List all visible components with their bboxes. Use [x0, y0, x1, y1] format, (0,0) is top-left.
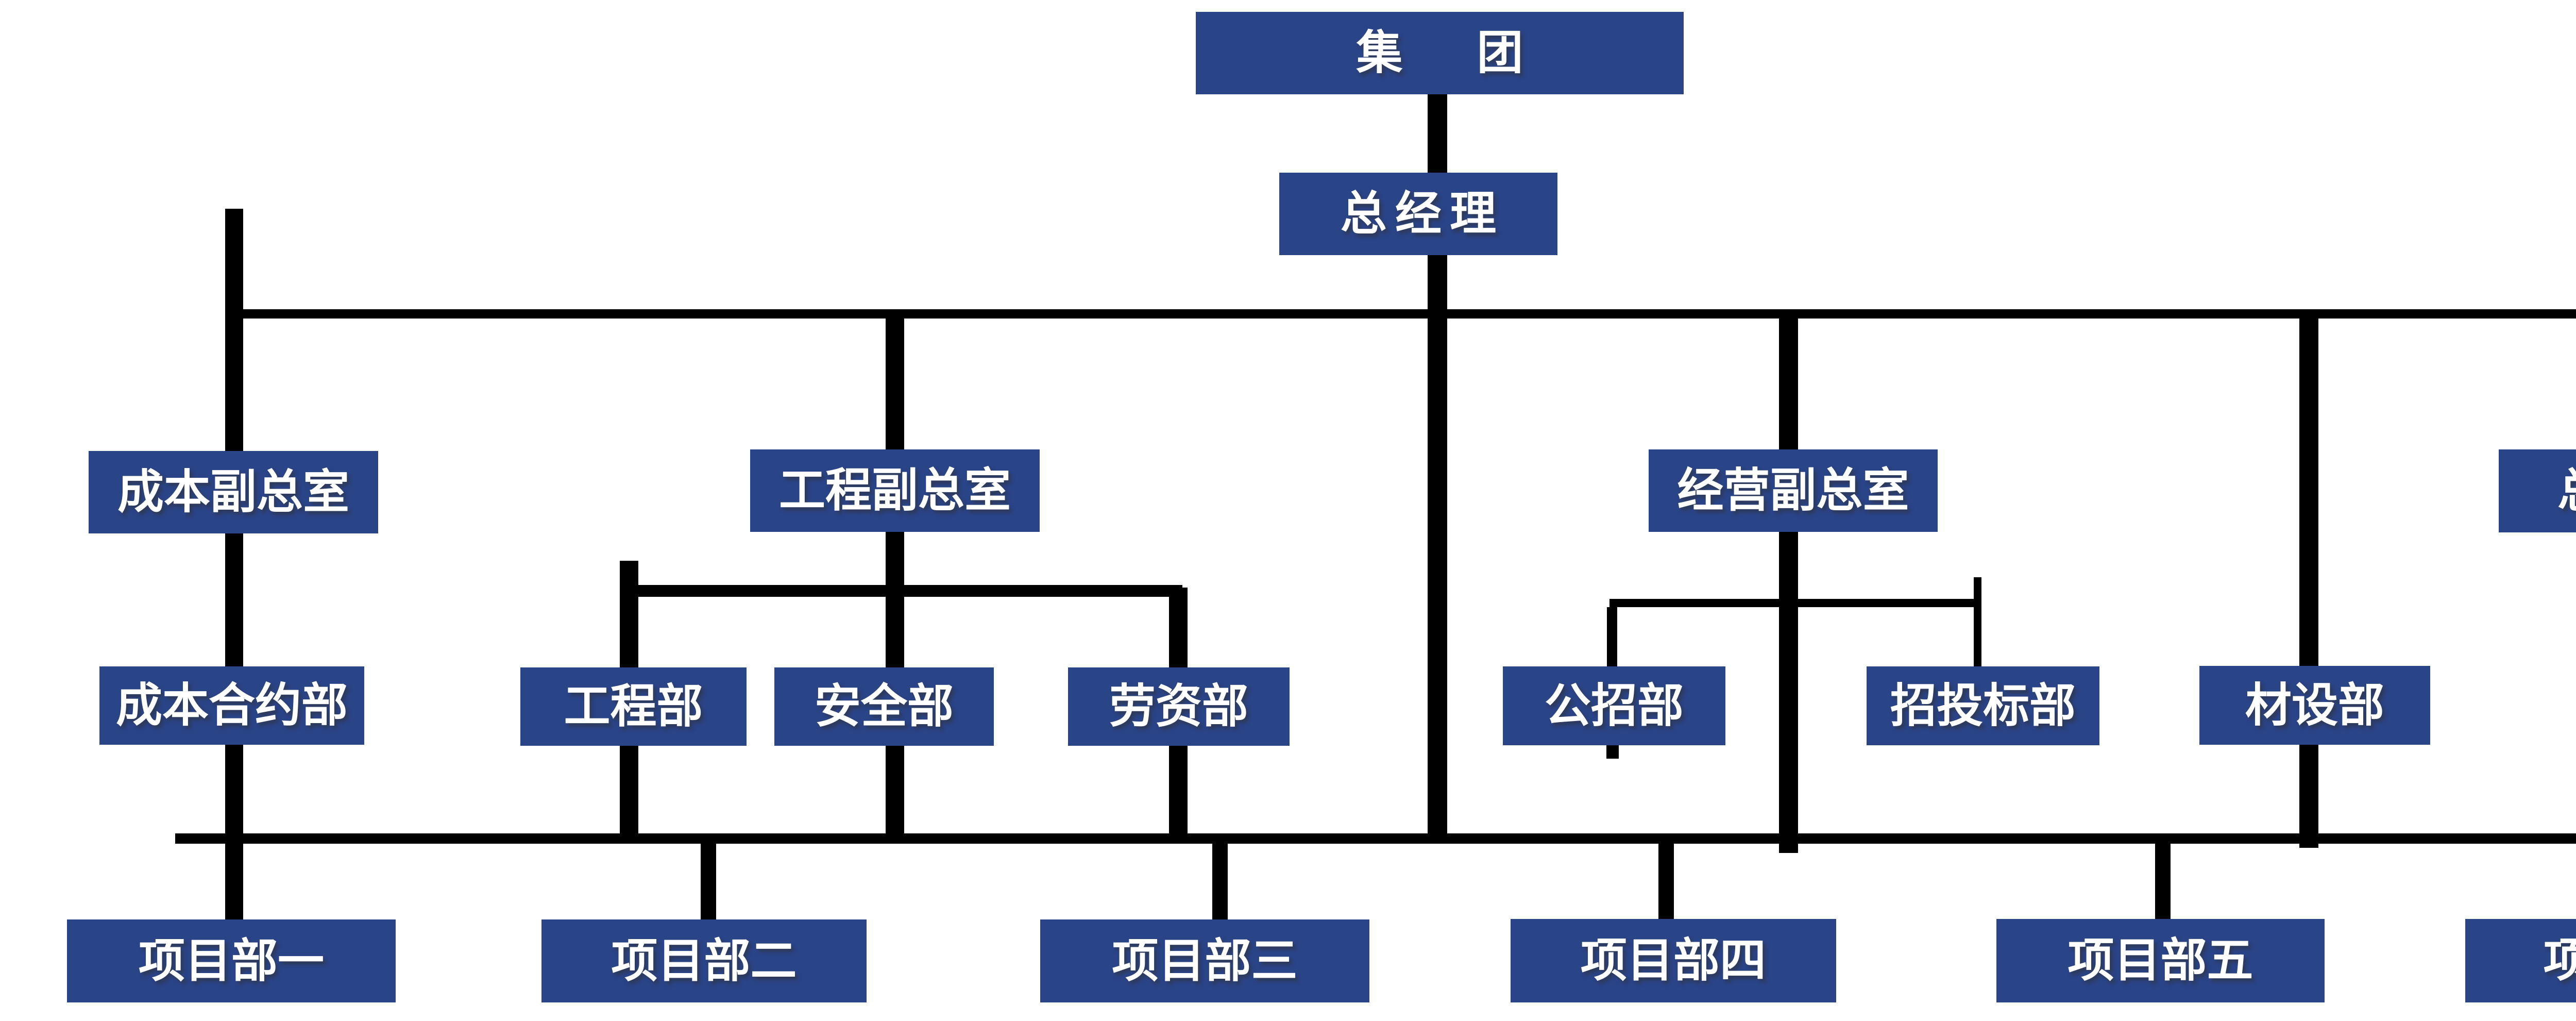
- org-node-zonggongshi: 总工室: [2499, 449, 2576, 532]
- org-node-xiangmubu-3: 项目部三: [1040, 919, 1369, 1002]
- org-node-label: 工程部: [564, 679, 703, 733]
- org-node-label: 工程副总室: [779, 463, 1011, 517]
- org-node-jituan: 集团: [1196, 12, 1684, 94]
- org-node-laozibu: 劳资部: [1068, 667, 1290, 746]
- connector-stub-below-gongzhaobu: [1606, 745, 1619, 759]
- connector-col-gongcheng-fuzongshi: [886, 319, 904, 841]
- connector-main-bus: [175, 833, 2576, 844]
- connector-col-jingying: [1779, 319, 1798, 853]
- connector-drop-zhaotoubiaobu-thin: [1974, 577, 1981, 667]
- org-node-label: 材设部: [2245, 678, 2384, 732]
- org-node-xiangmubu-n: 项目部N: [2465, 919, 2576, 1002]
- org-node-jingying-fuzongshi: 经营副总室: [1649, 449, 1938, 532]
- org-node-label: 项目部四: [1581, 933, 1766, 987]
- connector-subbus-gongcheng: [638, 585, 1182, 597]
- connector-trunk-jituan-zongjingli: [1428, 94, 1447, 173]
- org-node-label: 总工室: [2541, 467, 2576, 514]
- org-node-label: 总经理: [1340, 187, 1505, 241]
- org-node-label: 劳资部: [1109, 679, 1248, 733]
- org-node-label: 项目部五: [2067, 933, 2253, 987]
- connector-drop-xiangmubu-2: [701, 840, 716, 922]
- org-node-gongzhaobu: 公招部: [1503, 666, 1725, 745]
- connector-drop-xiangmubu-3: [1212, 840, 1228, 922]
- connector-drop-xiangmubu-5: [2155, 842, 2171, 920]
- org-node-anquanbu: 安全部: [774, 667, 994, 746]
- org-node-xiangmubu-4: 项目部四: [1511, 919, 1836, 1002]
- org-node-label: 成本副总室: [117, 465, 349, 519]
- connector-top-bar: [227, 309, 2576, 319]
- connector-drop-xiangmubu-4: [1658, 842, 1674, 920]
- connector-trunk-central: [1428, 255, 1447, 844]
- org-node-xiangmubu-5: 项目部五: [1996, 919, 2325, 1002]
- org-node-label: 项目部二: [611, 933, 797, 988]
- org-node-label: 成本合约部: [116, 678, 348, 732]
- org-node-xiangmubu-2: 项目部二: [541, 919, 867, 1002]
- org-node-label: 项目部一: [139, 933, 324, 988]
- org-node-label: 经营副总室: [1677, 463, 1909, 517]
- org-node-zongjingli: 总经理: [1279, 173, 1557, 255]
- org-node-xiangmubu-1: 项目部一: [67, 919, 396, 1002]
- connector-col-caishebu: [2299, 319, 2318, 848]
- connector-subbus-jingying-thin: [1609, 599, 1980, 607]
- org-node-gongcheng-fuzongshi: 工程副总室: [750, 449, 1040, 532]
- org-node-label: 项目部N: [2543, 933, 2576, 987]
- org-node-label: 招投标部: [1890, 678, 2076, 733]
- org-node-zhaotoubiaobu: 招投标部: [1867, 666, 2099, 745]
- org-node-label: 公招部: [1545, 678, 1684, 733]
- org-node-chengben-fuzongshi: 成本副总室: [89, 451, 378, 533]
- org-node-label: 项目部三: [1112, 933, 1298, 988]
- org-node-caishebu: 材设部: [2199, 666, 2430, 745]
- org-node-label: 安全部: [815, 679, 954, 733]
- org-node-chengben-heyuebu: 成本合约部: [99, 666, 364, 745]
- connector-drop-gongzhaobu-thin: [1607, 607, 1617, 667]
- connector-col-chengben: [225, 209, 243, 920]
- org-node-label: 集团: [1356, 26, 1598, 80]
- org-node-gongchengbu: 工程部: [520, 667, 747, 746]
